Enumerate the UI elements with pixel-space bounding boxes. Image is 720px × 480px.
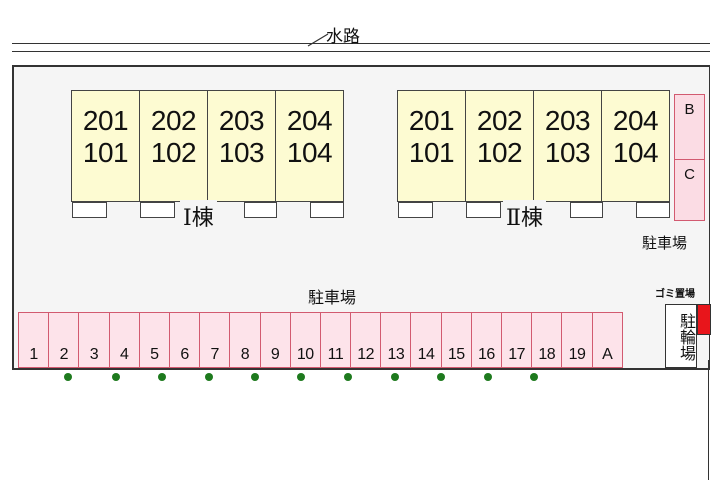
parking-space: A xyxy=(591,312,623,368)
waterway-line-top xyxy=(12,43,710,44)
leader-line xyxy=(307,33,329,47)
tree-icon xyxy=(158,373,166,381)
tree-icon xyxy=(344,373,352,381)
unit-upper: 202 xyxy=(476,105,523,136)
tree-icon xyxy=(205,373,213,381)
parking-space: 5 xyxy=(138,312,170,368)
site-edge xyxy=(708,360,709,480)
tree-icon xyxy=(530,373,538,381)
tree-icon xyxy=(484,373,492,381)
unit-upper: 204 xyxy=(286,105,333,136)
parking-space: 10 xyxy=(289,312,321,368)
unit-lower: 101 xyxy=(82,137,129,168)
waterway-line-bottom xyxy=(12,51,710,52)
parking-space-c: C xyxy=(674,159,705,221)
tree-icon xyxy=(112,373,120,381)
unit-lower: 103 xyxy=(218,137,265,168)
unit-upper: 201 xyxy=(408,105,455,136)
waterway-label: 水路 xyxy=(326,27,360,47)
balcony xyxy=(140,202,175,218)
main-parking-label: 駐車場 xyxy=(308,288,357,307)
balcony xyxy=(466,202,501,218)
tree-icon xyxy=(64,373,72,381)
balcony xyxy=(72,202,107,218)
parking-space: 8 xyxy=(229,312,261,368)
parking-space: 12 xyxy=(350,312,382,368)
parking-space: 9 xyxy=(259,312,291,368)
tree-icon xyxy=(437,373,445,381)
unit-lower: 102 xyxy=(476,137,523,168)
parking-space: 2 xyxy=(48,312,80,368)
parking-space: 7 xyxy=(199,312,231,368)
balcony xyxy=(310,202,344,218)
parking-space: 16 xyxy=(470,312,502,368)
unit-upper: 202 xyxy=(150,105,197,136)
parking-space: 3 xyxy=(78,312,110,368)
unit-upper: 203 xyxy=(218,105,265,136)
tree-icon xyxy=(391,373,399,381)
parking-space: 18 xyxy=(531,312,563,368)
parking-space: 11 xyxy=(319,312,352,368)
balcony xyxy=(244,202,277,218)
balcony xyxy=(636,202,670,218)
unit-upper: 203 xyxy=(544,105,591,136)
parking-space-b: B xyxy=(674,94,705,160)
unit-upper: 201 xyxy=(82,105,129,136)
parking-space: 17 xyxy=(501,312,533,368)
bike-parking: 駐輪場 xyxy=(665,304,697,368)
garbage-area xyxy=(697,304,711,335)
unit-lower: 101 xyxy=(408,137,455,168)
parking-space: 1 xyxy=(18,312,50,368)
building-2-name: Ⅱ棟 xyxy=(503,200,546,232)
parking-space: 13 xyxy=(380,312,412,368)
unit-lower: 102 xyxy=(150,137,197,168)
building-1-name: Ⅰ棟 xyxy=(180,200,217,232)
parking-space: 6 xyxy=(168,312,201,368)
balcony xyxy=(398,202,433,218)
parking-space: 4 xyxy=(108,312,140,368)
side-parking-label: 駐車場 xyxy=(642,234,688,252)
unit-lower: 104 xyxy=(612,137,659,168)
unit-lower: 104 xyxy=(286,137,333,168)
unit-lower: 103 xyxy=(544,137,591,168)
parking-space: 14 xyxy=(410,312,442,368)
tree-icon xyxy=(297,373,305,381)
parking-space: 15 xyxy=(440,312,472,368)
garbage-label: ゴミ置場 xyxy=(655,289,695,300)
parking-space: 19 xyxy=(561,312,593,368)
balcony xyxy=(570,202,603,218)
tree-icon xyxy=(251,373,259,381)
unit-upper: 204 xyxy=(612,105,659,136)
